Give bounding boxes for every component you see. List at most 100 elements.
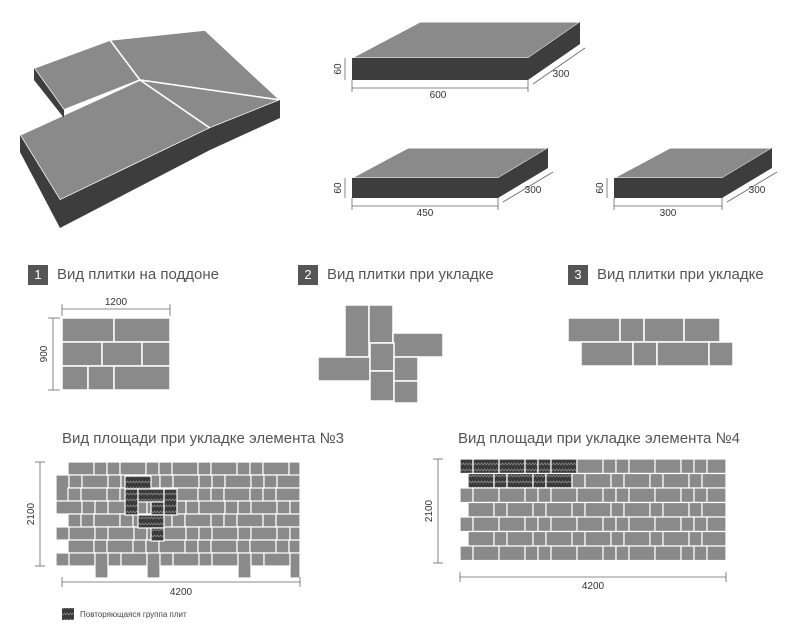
area3-tile <box>289 526 301 541</box>
area4-tile <box>628 545 656 562</box>
area3-tile <box>67 487 82 502</box>
area4-tile <box>615 545 630 562</box>
step-2-number: 2 <box>298 265 318 285</box>
area4-tile <box>628 487 656 504</box>
tile-300-width: 300 <box>749 185 766 196</box>
area3-tile <box>55 552 70 567</box>
laying-pattern-2 <box>317 304 444 404</box>
area3-tile <box>171 461 199 476</box>
area4-tile <box>623 501 651 518</box>
area3-tile <box>262 513 277 528</box>
area3-tile <box>249 461 264 476</box>
area4-tile <box>576 487 604 504</box>
area3-tile <box>107 552 122 567</box>
area3-highlight-tile <box>150 527 165 542</box>
area3-tile <box>94 552 109 579</box>
area3-tile <box>289 552 301 579</box>
area4-tile <box>571 501 586 518</box>
area3-tile <box>172 474 200 489</box>
area4-tile <box>498 545 526 562</box>
area3-tile <box>276 474 301 489</box>
area4-tile <box>688 472 703 489</box>
area3-tile <box>275 487 301 502</box>
area3-tile <box>145 539 160 554</box>
area3-highlight-tile <box>163 488 178 516</box>
laying-pattern-3 <box>567 317 734 367</box>
area3-highlight-tile <box>137 514 165 529</box>
area3-tile <box>289 500 301 515</box>
step-1-title: Вид плитки на поддоне <box>57 266 219 283</box>
area3-tile <box>262 461 290 476</box>
step-3-title: Вид плитки при укладке <box>597 266 764 283</box>
area3-tile <box>81 474 109 489</box>
area3-tile <box>67 461 95 476</box>
area4-tile <box>571 530 586 547</box>
tile-450-width: 300 <box>525 185 542 196</box>
area4-tile <box>524 487 539 504</box>
area3-tile <box>158 539 186 554</box>
area3-height-label: 2100 <box>26 502 37 525</box>
area4-highlight-tile <box>532 472 547 489</box>
area3-tile <box>68 474 83 489</box>
area4-tile <box>701 501 727 518</box>
area4-tile <box>532 530 547 547</box>
area3-tile <box>159 552 174 567</box>
area4-tile <box>467 530 495 547</box>
area4-tile <box>610 530 625 547</box>
area3-tile <box>250 552 265 567</box>
area4-tile <box>610 472 625 489</box>
area4-tile <box>459 516 474 533</box>
step-2-title: Вид плитки при укладке <box>327 266 494 283</box>
area3-tile <box>106 539 134 554</box>
area4-width-label: 4200 <box>582 581 605 592</box>
area3-tile <box>210 461 238 476</box>
area4-tile <box>654 516 682 533</box>
area4-tile <box>693 487 708 504</box>
legend-label: Повторяющаяся группа плит <box>80 610 187 619</box>
area4-tile <box>654 458 682 475</box>
area3-tile <box>237 552 252 579</box>
tile-450-height: 60 <box>333 182 344 194</box>
area4-tile <box>532 501 547 518</box>
area4-tile <box>649 501 664 518</box>
area3-tile <box>171 513 186 528</box>
area3-tile <box>211 474 226 489</box>
area3-tile <box>106 461 121 476</box>
area4-tile <box>576 516 604 533</box>
area3-tile <box>250 500 278 515</box>
area3-tile <box>107 526 135 541</box>
area4-highlight-tile <box>493 472 508 489</box>
area3-tile <box>120 552 148 567</box>
tile-300-length: 300 <box>660 208 677 219</box>
area4-tile <box>576 545 604 562</box>
area4-tile <box>493 501 508 518</box>
area3-tile <box>237 500 252 515</box>
area4-tile <box>584 472 612 489</box>
area4-tile <box>459 487 474 504</box>
area3-tile <box>93 539 108 554</box>
area3-width-label: 4200 <box>170 587 193 598</box>
area4-tile <box>472 487 500 504</box>
area4-height-label: 2100 <box>424 499 435 522</box>
area4-title: Вид площади при укладке элемента №4 <box>458 430 741 447</box>
area3-tile <box>236 513 264 528</box>
area3-highlight-tile <box>150 501 165 516</box>
area4-highlight-tile <box>472 458 500 475</box>
tile-600-length: 600 <box>430 90 447 101</box>
area4-tile <box>623 472 651 489</box>
area4-tile <box>706 545 727 562</box>
area3-tile <box>80 487 108 502</box>
tile-450-illustration <box>344 147 554 210</box>
area4-tile <box>584 501 612 518</box>
area3-tile <box>68 552 96 567</box>
area3-tile <box>224 474 252 489</box>
tile-300-height: 60 <box>595 182 606 194</box>
area3-tile <box>250 526 278 541</box>
area4-tile <box>602 545 617 562</box>
area3-tile <box>263 474 278 489</box>
area3-highlight-tile <box>124 488 139 516</box>
area4-tile <box>688 501 703 518</box>
pallet-3d-illustration <box>18 29 283 228</box>
area3-tile <box>237 526 252 541</box>
area4-tile <box>493 530 508 547</box>
